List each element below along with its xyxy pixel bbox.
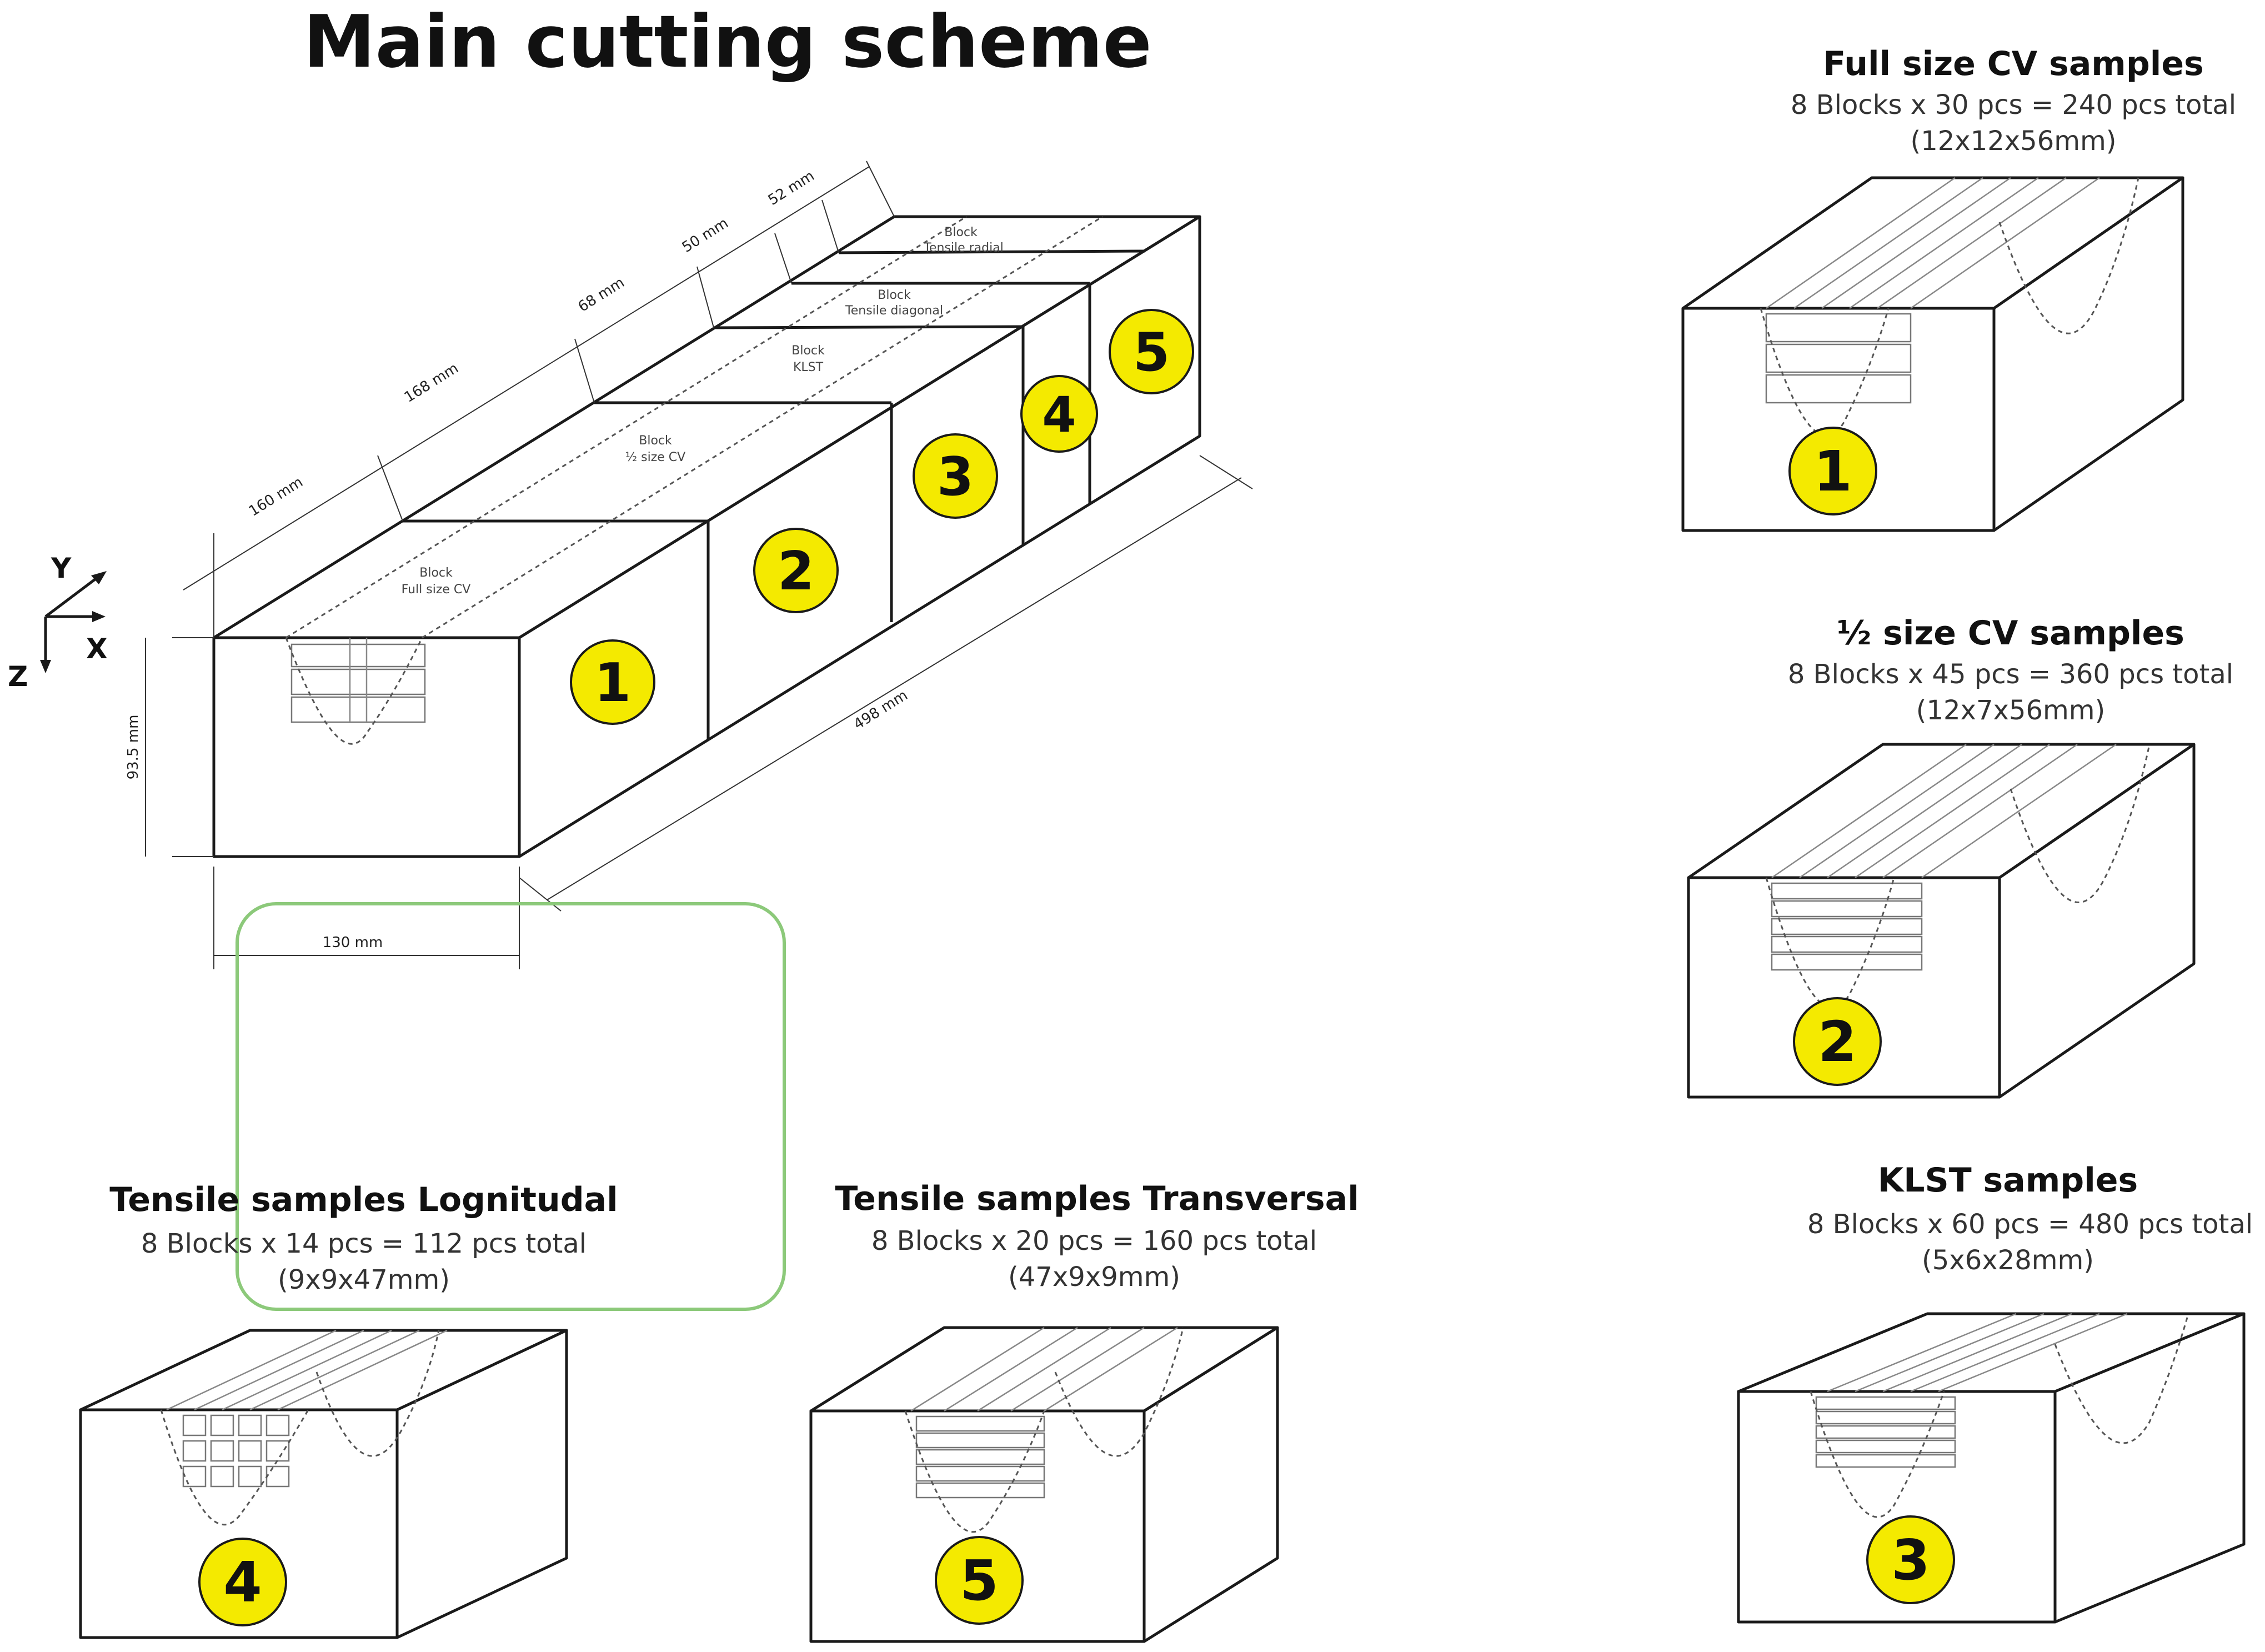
svg-text:Tensile diagonal: Tensile diagonal — [845, 304, 943, 318]
svg-text:Full size CV: Full size CV — [402, 583, 471, 597]
svg-text:4: 4 — [223, 1550, 262, 1615]
axis-z-label: Z — [8, 660, 28, 693]
block-label-4: Block Tensile diagonal — [845, 288, 943, 318]
dim-168: 168 mm — [402, 360, 462, 406]
bar-badge-4: 4 — [1020, 375, 1098, 453]
panel-count: 8 Blocks x 20 pcs = 160 pcs total — [871, 1225, 1317, 1256]
panel-title: Full size CV samples — [1823, 44, 2204, 83]
panel-badge — [198, 1538, 287, 1626]
svg-text:½ size CV: ½ size CV — [625, 450, 685, 464]
panel-count: 8 Blocks x 14 pcs = 112 pcs total — [141, 1228, 587, 1259]
main-bar: Block Full size CV Block ½ size CV Block… — [212, 215, 1201, 858]
block-label-5: Block Tensile radial — [923, 226, 1004, 255]
svg-text:3: 3 — [937, 447, 974, 508]
dim-130: 130 mm — [323, 934, 383, 951]
axis-triad — [40, 571, 107, 673]
svg-text:3: 3 — [1891, 1528, 1930, 1593]
panel-count: 8 Blocks x 30 pcs = 240 pcs total — [1791, 89, 2236, 121]
panel-badge — [1788, 427, 1877, 515]
svg-text:5: 5 — [1133, 322, 1170, 383]
top-divider-3 — [713, 325, 1024, 329]
sample-grid — [160, 1329, 448, 1526]
svg-text:2: 2 — [1818, 1009, 1857, 1074]
svg-text:Block: Block — [639, 434, 672, 448]
dim-52: 52 mm — [765, 168, 818, 209]
panel-dims: (12x12x56mm) — [1910, 126, 2116, 157]
svg-text:1: 1 — [1813, 439, 1852, 504]
panel-tensile-transversal: Tensile samples Transversal 8 Blocks x 2… — [809, 1179, 1359, 1643]
sample-grid — [904, 1326, 1184, 1533]
dim-50: 50 mm — [679, 215, 731, 256]
panel-klst: KLST samples 8 Blocks x 60 pcs = 480 pcs… — [1737, 1161, 2253, 1624]
bar-badge-1: 1 — [570, 639, 655, 725]
sample-grid — [1760, 177, 2139, 437]
svg-text:4: 4 — [1042, 386, 1076, 443]
panel-dims: (9x9x47mm) — [278, 1264, 450, 1295]
svg-text:2: 2 — [778, 541, 814, 602]
bar-front-face — [212, 636, 521, 858]
svg-text:Tensile radial: Tensile radial — [923, 241, 1004, 255]
svg-text:KLST: KLST — [793, 361, 824, 374]
dimension-lines — [145, 161, 1253, 969]
svg-text:Block: Block — [878, 288, 911, 302]
dim-160: 160 mm — [246, 474, 306, 520]
sample-grid — [1810, 1313, 2189, 1518]
dim-93-5: 93.5 mm — [125, 715, 142, 780]
bar-badge-3: 3 — [913, 433, 998, 519]
bar-badge-2: 2 — [753, 528, 839, 613]
top-divider-5 — [838, 249, 1146, 254]
svg-text:1: 1 — [594, 653, 631, 714]
block-label-3: Block KLST — [791, 344, 825, 374]
notch-guide-2 — [422, 216, 1103, 639]
panel-badge — [1793, 997, 1882, 1086]
panel-dims: (5x6x28mm) — [1922, 1245, 2094, 1276]
panel-tensile-longitudinal: Tensile samples Lognitudal 8 Blocks x 14… — [79, 1180, 618, 1639]
panel-badge — [1866, 1515, 1955, 1604]
svg-text:5: 5 — [960, 1548, 999, 1613]
panel-count: 8 Blocks x 60 pcs = 480 pcs total — [1807, 1209, 2253, 1240]
panel-half-size-cv: ½ size CV samples 8 Blocks x 45 pcs = 36… — [1687, 614, 2233, 1099]
panel-dims: (47x9x9mm) — [1008, 1261, 1180, 1293]
bar-badge-5: 5 — [1109, 309, 1194, 394]
panel-title: KLST samples — [1878, 1161, 2138, 1200]
panel-title: Tensile samples Transversal — [835, 1179, 1359, 1218]
panel-dims: (12x7x56mm) — [1916, 695, 2105, 726]
svg-text:Block: Block — [791, 344, 825, 358]
front-sample-sketch — [285, 637, 426, 745]
svg-text:Block: Block — [419, 566, 453, 580]
panel-title: Tensile samples Lognitudal — [109, 1180, 618, 1219]
notch-guide-1 — [285, 216, 967, 639]
axis-x-label: X — [86, 633, 108, 665]
svg-text:Block: Block — [944, 226, 978, 239]
dim-68: 68 mm — [575, 274, 628, 316]
block-label-2: Block ½ size CV — [625, 434, 685, 464]
panel-badge — [935, 1536, 1024, 1625]
block-label-1: Block Full size CV — [402, 566, 471, 597]
main-title: Main cutting scheme — [303, 0, 1152, 84]
axis-y-label: Y — [51, 552, 72, 584]
panel-count: 8 Blocks x 45 pcs = 360 pcs total — [1788, 659, 2233, 690]
panel-title: ½ size CV samples — [1837, 614, 2184, 653]
panel-full-size-cv: Full size CV samples 8 Blocks x 30 pcs =… — [1681, 44, 2236, 532]
highlight-box — [235, 902, 786, 1311]
